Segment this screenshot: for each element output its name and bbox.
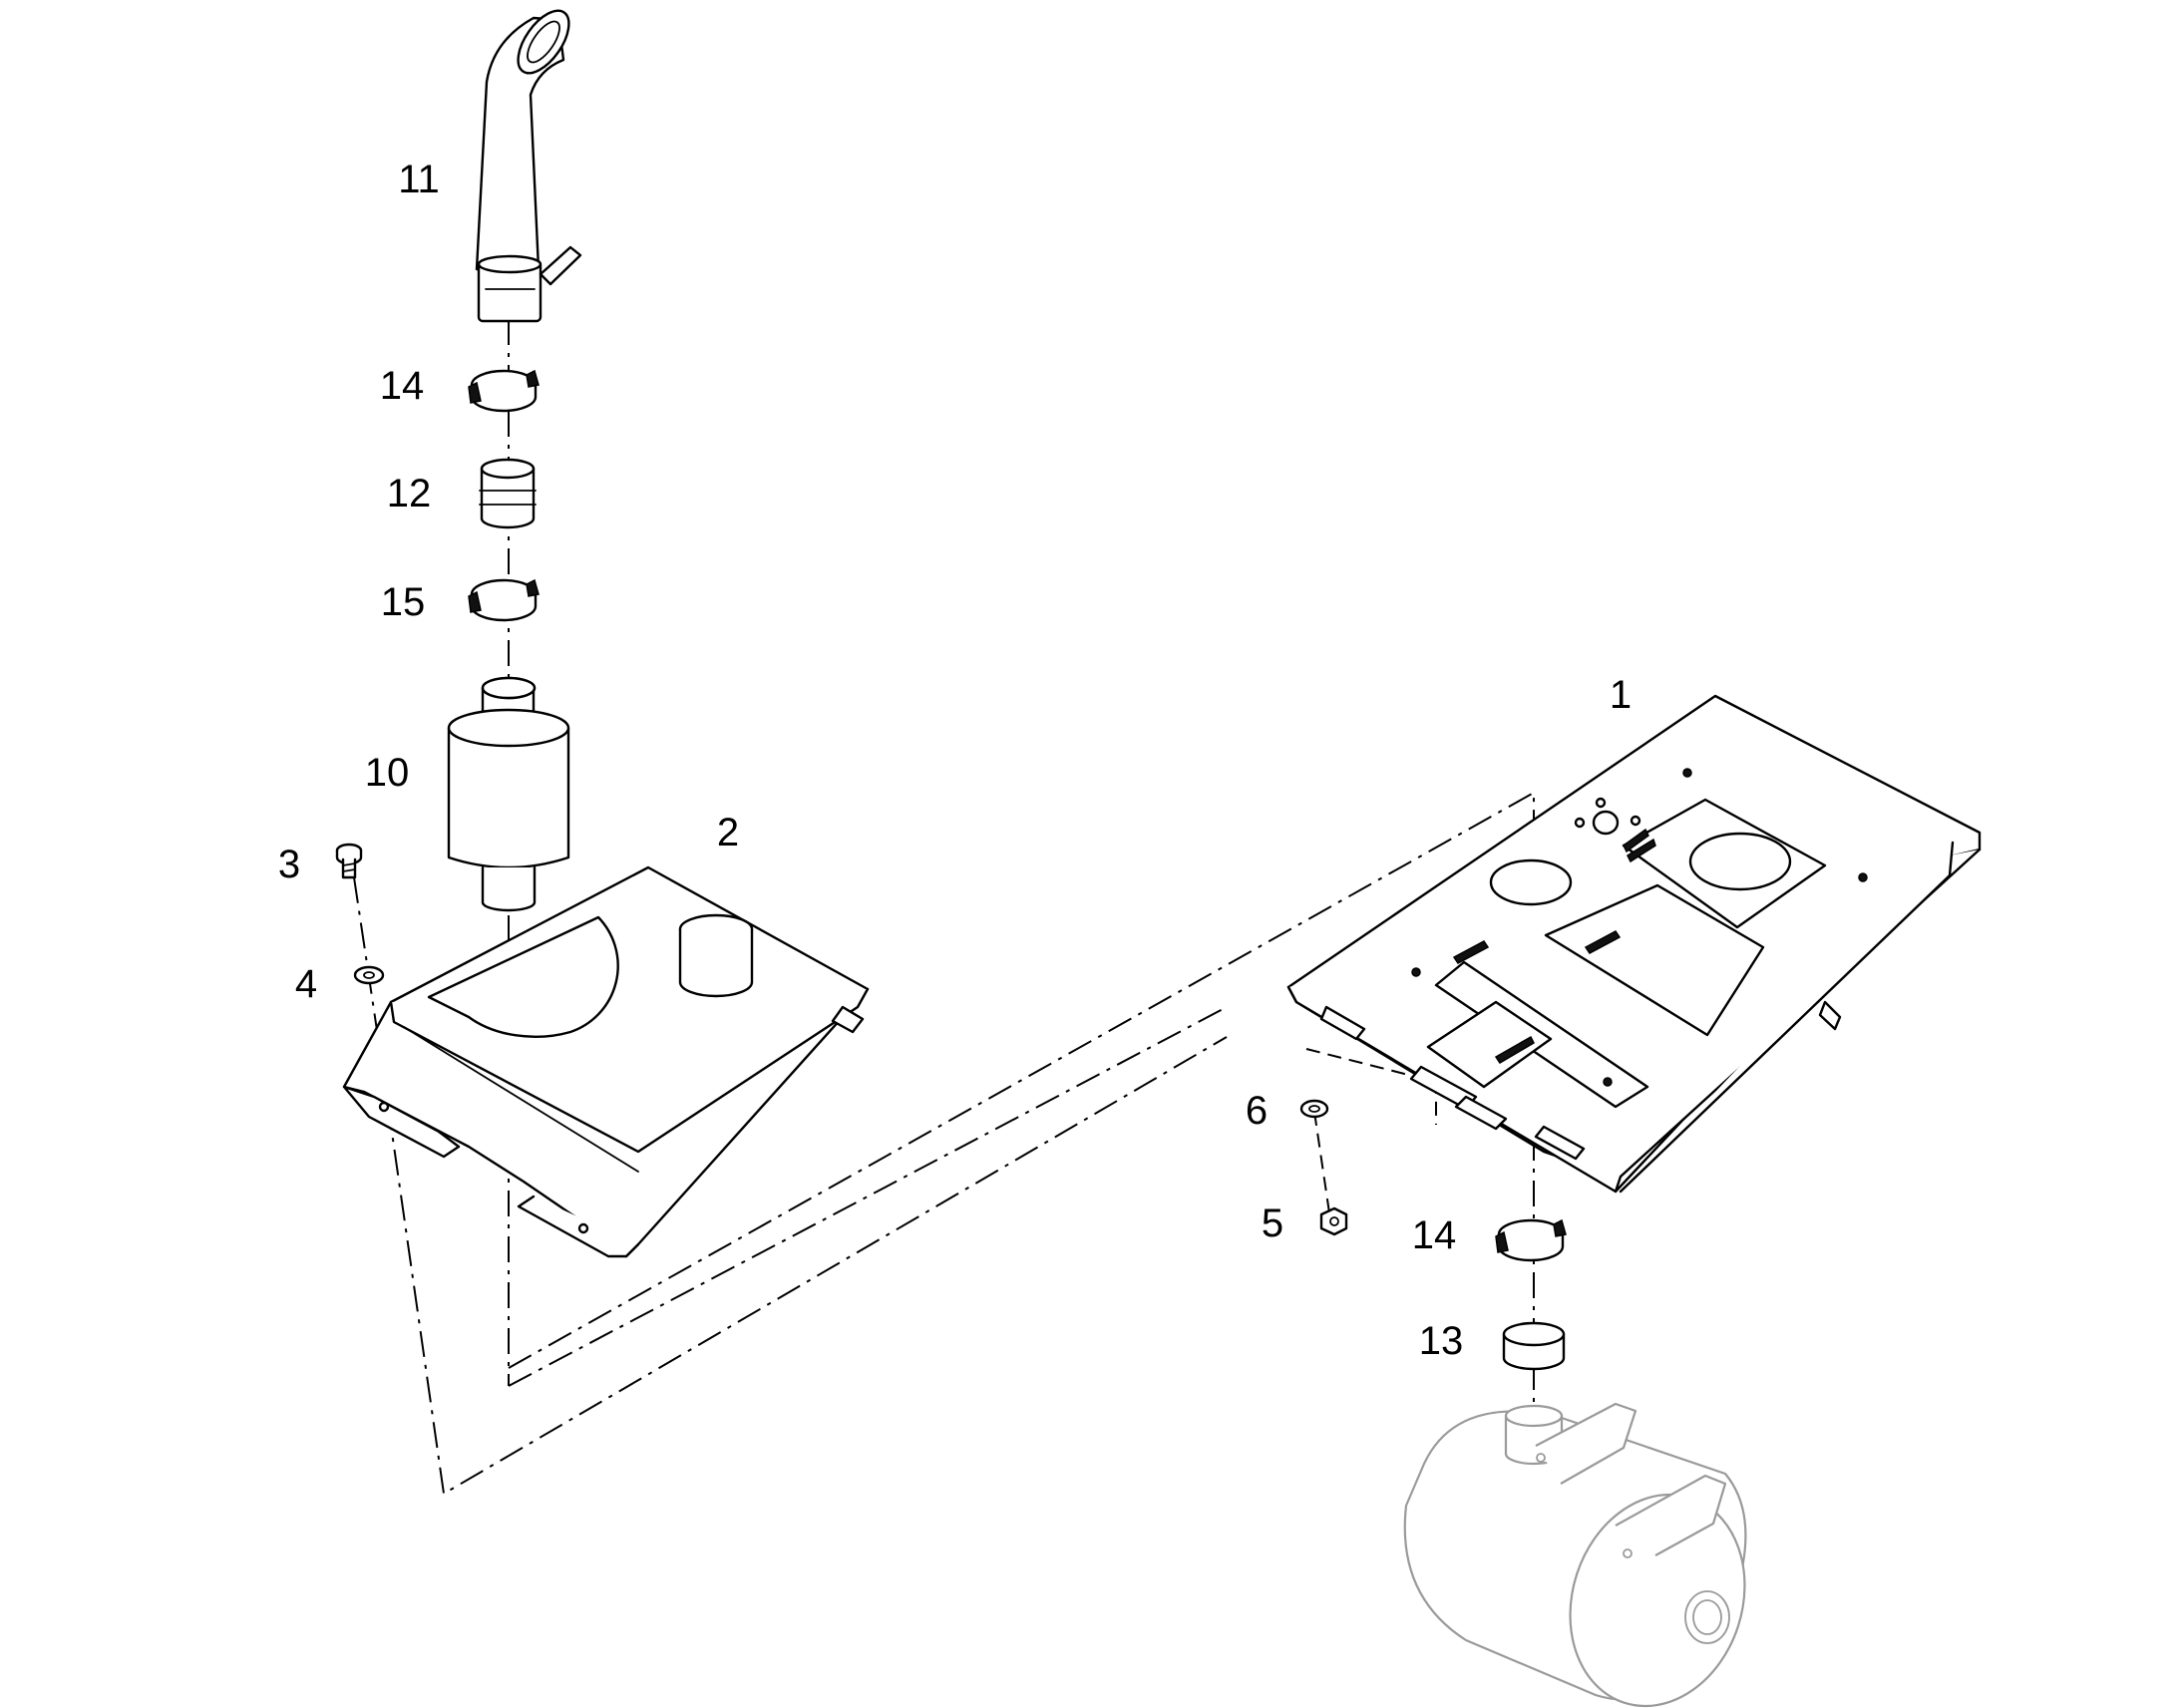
callout-6: 6: [1246, 1089, 1268, 1133]
part-1-hood-panel: [1286, 694, 1982, 1194]
callout-2: 2: [717, 811, 739, 854]
callout-14-top: 14: [380, 364, 425, 408]
part-5-nut: [1319, 1206, 1348, 1236]
callout-4: 4: [295, 962, 317, 1006]
leader-nut-to-panel: [1313, 1111, 1332, 1227]
callout-11: 11: [398, 158, 440, 201]
part-2-mounting-plate: [342, 865, 870, 1258]
part-13-adapter-sleeve: [1502, 1321, 1566, 1371]
callout-5: 5: [1262, 1201, 1283, 1245]
part-11-exhaust-tail-pipe: [475, 9, 582, 323]
part-10-silencer: [447, 676, 570, 912]
callout-13: 13: [1419, 1319, 1464, 1363]
part-12-coupler-sleeve: [479, 458, 537, 529]
callout-labels: 11 14 12 15 10 3 4 2 1 6 5 14 13: [278, 158, 1632, 1363]
part-14-hose-clamp-right: [1495, 1218, 1567, 1262]
part-3-bolt: [335, 843, 363, 879]
callout-14-right: 14: [1412, 1213, 1457, 1257]
callout-10: 10: [365, 751, 410, 795]
part-15-hose-clamp: [468, 578, 540, 622]
callout-1: 1: [1610, 673, 1632, 717]
part-4-washer: [353, 965, 385, 985]
ghosted-muffler: [1403, 1402, 1747, 1708]
callout-3: 3: [278, 843, 300, 886]
callout-12: 12: [387, 472, 432, 515]
part-14-hose-clamp-top: [468, 369, 540, 413]
callout-15: 15: [381, 580, 426, 624]
part-6-washer: [1299, 1099, 1329, 1119]
leader-stack-to-panel-lower: [508, 1006, 1228, 1387]
